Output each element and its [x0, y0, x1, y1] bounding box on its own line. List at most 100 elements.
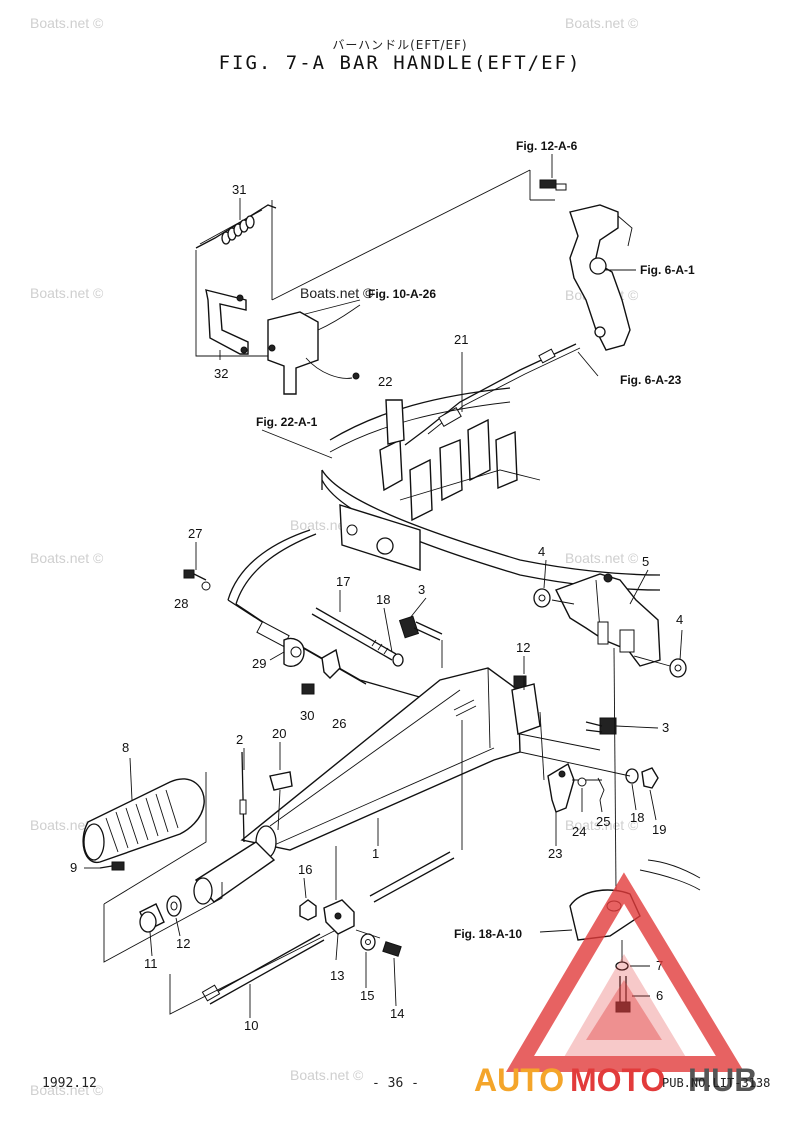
part-number: 23	[548, 846, 562, 861]
bolt-part-27	[183, 569, 207, 581]
fig-ref-18-a-10: Fig. 18-A-10	[454, 927, 522, 941]
figure-subtitle: バーハンドル(EFT/EF)	[332, 38, 468, 52]
part-number: 12	[176, 936, 190, 951]
clip-part-20	[269, 771, 293, 831]
bolt-part-6	[615, 940, 631, 1013]
part-number: 11	[144, 956, 158, 971]
nut-part-16	[299, 899, 317, 921]
figure-title: FIG. 7-A BAR HANDLE(EFT/EF)	[218, 52, 582, 74]
screw-part-9	[99, 861, 125, 871]
part-number: 18	[376, 592, 390, 607]
washer-part-12-left	[166, 895, 182, 917]
part-number-labels: 31 32 21 22 27 28 17 18 3 4 5 29 30 26 1…	[70, 182, 683, 1033]
part-number: 30	[300, 708, 314, 723]
part-number: 29	[252, 656, 266, 671]
bracket-part-5	[533, 573, 687, 678]
bracket-part-12-right	[511, 676, 545, 781]
part-number: 3	[418, 582, 425, 597]
part-number: 21	[454, 332, 468, 347]
footer-page-number: - 36 -	[372, 1076, 419, 1091]
washer-part-4-right	[669, 658, 687, 678]
clip-part-25	[597, 777, 605, 801]
part-number: 19	[652, 822, 666, 837]
pin-part-2	[239, 751, 247, 843]
automotohub-wordmark: AUTO MOTO HUB	[474, 1062, 757, 1098]
part-number: 4	[676, 612, 683, 627]
fig-ref-10-a-26: Fig. 10-A-26	[368, 287, 436, 301]
fig-ref-12-a-6: Fig. 12-A-6	[516, 139, 578, 153]
watermark-text: Boats.net ©	[30, 1082, 104, 1098]
shaft-part-10	[169, 851, 455, 1015]
footer-date: 1992.12	[42, 1076, 97, 1091]
part-number: 32	[214, 366, 228, 381]
part-number: 24	[572, 824, 586, 839]
watermark-text: Boats.net ©	[565, 15, 639, 31]
part-number: 14	[390, 1006, 404, 1021]
throttle-arm	[539, 179, 636, 351]
fig-ref-6-a-23: Fig. 6-A-23	[620, 373, 682, 387]
watermark-text-dark: Boats.net ©	[300, 285, 374, 301]
part-number: 25	[596, 814, 610, 829]
footer-publication-number: PUB.NO.LIT-3138	[662, 1076, 771, 1090]
part-number: 3	[662, 720, 669, 735]
watermark-text: Boats.net ©	[565, 817, 639, 833]
part-number: 28	[174, 596, 188, 611]
part-number: 1	[372, 846, 379, 861]
bolt-part-3-lower	[519, 717, 617, 751]
bolt-part-14	[355, 929, 402, 957]
lever-part-23	[547, 762, 602, 813]
bar-handle-part-1	[193, 667, 527, 905]
part-number: 12	[516, 640, 530, 655]
part-number: 10	[244, 1018, 258, 1033]
part-number: 6	[656, 988, 663, 1003]
brand-text-auto: AUTO	[474, 1062, 564, 1098]
block-part-13	[323, 846, 355, 961]
leader-lines-upper	[195, 169, 555, 357]
part-number: 15	[360, 988, 374, 1003]
label-leaders	[84, 198, 683, 1018]
bushing-part-11	[139, 903, 165, 933]
nut-part-19	[641, 767, 659, 789]
part-number: 7	[656, 958, 663, 973]
part-number: 9	[70, 860, 77, 875]
grip-part-8	[82, 772, 207, 905]
switch-assembly	[267, 304, 361, 395]
part-number: 18	[630, 810, 644, 825]
watermarks: Boats.net © Boats.net © Boats.net © Boat…	[30, 15, 639, 1098]
part-number: 27	[188, 526, 202, 541]
watermark-text: Boats.net ©	[565, 550, 639, 566]
brand-text-hub: HUB	[688, 1062, 757, 1098]
brand-text-moto: MOTO	[570, 1062, 665, 1098]
washer-part-18-upper	[392, 653, 404, 667]
part-number: 4	[538, 544, 545, 559]
automotohub-logo	[505, 872, 745, 1072]
watermark-text: Boats.net ©	[30, 15, 104, 31]
part-number: 31	[232, 182, 246, 197]
part-number: 8	[122, 740, 129, 755]
throttle-cable-lower	[183, 529, 431, 701]
part-number: 13	[330, 968, 344, 983]
bolt-part-3-upper	[398, 615, 443, 668]
part-number: 16	[298, 862, 312, 877]
washer-part-18-lower	[625, 768, 639, 784]
screw-12-a-6	[539, 179, 567, 191]
part-number: 22	[378, 374, 392, 389]
part-number: 5	[642, 554, 649, 569]
fig-ref-6-a-1: Fig. 6-A-1	[640, 263, 695, 277]
watermark-text: Boats.net ©	[290, 1067, 364, 1083]
bracket-part-32	[205, 289, 249, 355]
watermark-text: Boats.net ©	[30, 285, 104, 301]
engine-cowling	[261, 387, 661, 591]
watermark-text: Boats.net ©	[30, 550, 104, 566]
figure-references: Fig. 12-A-6 Fig. 6-A-1 Fig. 10-A-26 Fig.…	[256, 139, 695, 941]
spring-part-31	[195, 204, 277, 249]
washer-part-15	[360, 933, 376, 951]
washer-part-4	[533, 588, 551, 608]
part-number: 20	[272, 726, 286, 741]
part-number: 26	[332, 716, 346, 731]
part-number: 17	[336, 574, 350, 589]
fig-ref-22-a-1: Fig. 22-A-1	[256, 415, 318, 429]
cable-part-21	[404, 343, 599, 446]
